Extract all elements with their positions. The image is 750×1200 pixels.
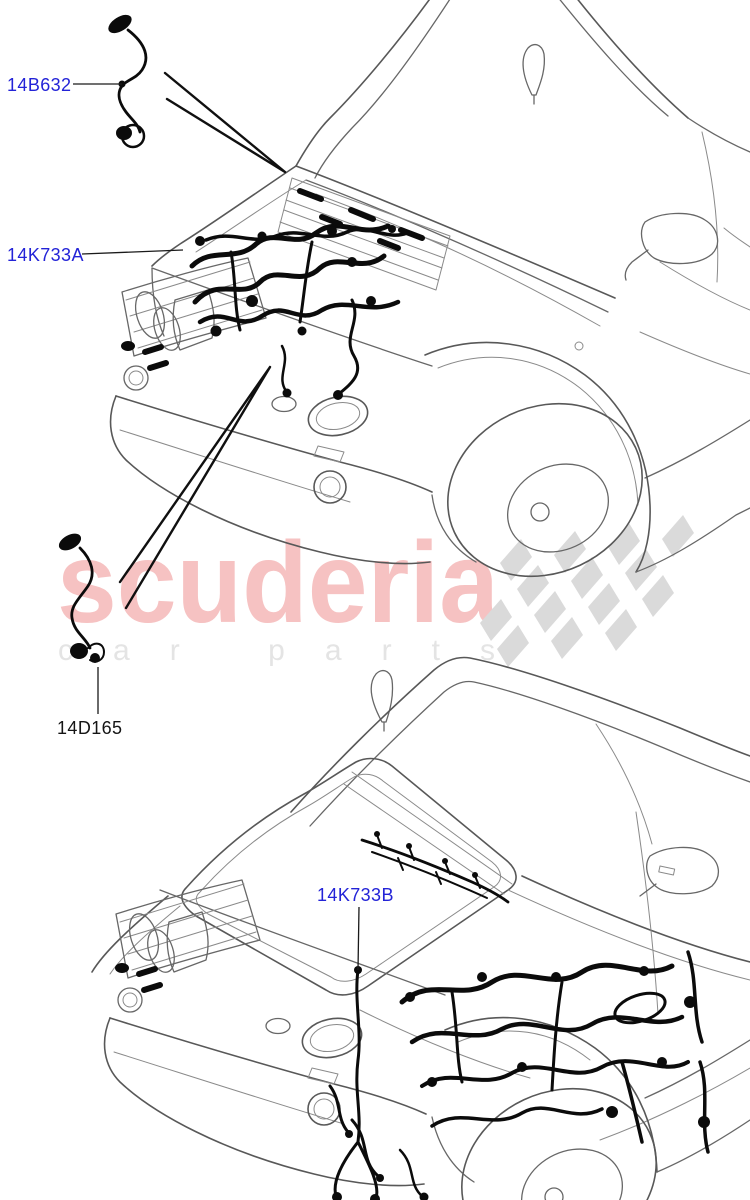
harness-14k733b: [328, 831, 710, 1200]
watermark-brand-text: scuderia: [57, 519, 500, 647]
part-label-14b632[interactable]: 14B632: [7, 75, 71, 95]
part-14b632-drawing: [108, 14, 148, 149]
flag-cell: [554, 531, 586, 573]
flag-cell: [517, 565, 549, 607]
part-label-14d165[interactable]: 14D165: [57, 718, 122, 738]
harness-14k733a: [189, 188, 425, 400]
checkered-flag-icon: [480, 515, 694, 667]
car-front-face: [109, 257, 433, 565]
part-label-14k733a[interactable]: 14K733A: [7, 245, 84, 265]
car-top-outline: [151, 0, 750, 578]
watermark: scuderia car parts: [57, 515, 694, 667]
flag-cell: [588, 583, 620, 625]
flag-cell: [500, 539, 532, 581]
part-label-14k733b[interactable]: 14K733B: [317, 885, 394, 905]
flag-cell: [605, 609, 637, 651]
flag-cell: [608, 523, 640, 565]
flag-cell: [534, 591, 566, 633]
flag-cell: [662, 515, 694, 557]
flag-cell: [571, 557, 603, 599]
flag-cell: [497, 625, 529, 667]
leader-lines: [73, 71, 360, 971]
part-14d165-drawing: [58, 533, 105, 663]
flag-cell: [551, 617, 583, 659]
flag-cell: [642, 575, 674, 617]
car-bottom-outline: [91, 656, 750, 1200]
flag-cell: [480, 599, 512, 641]
